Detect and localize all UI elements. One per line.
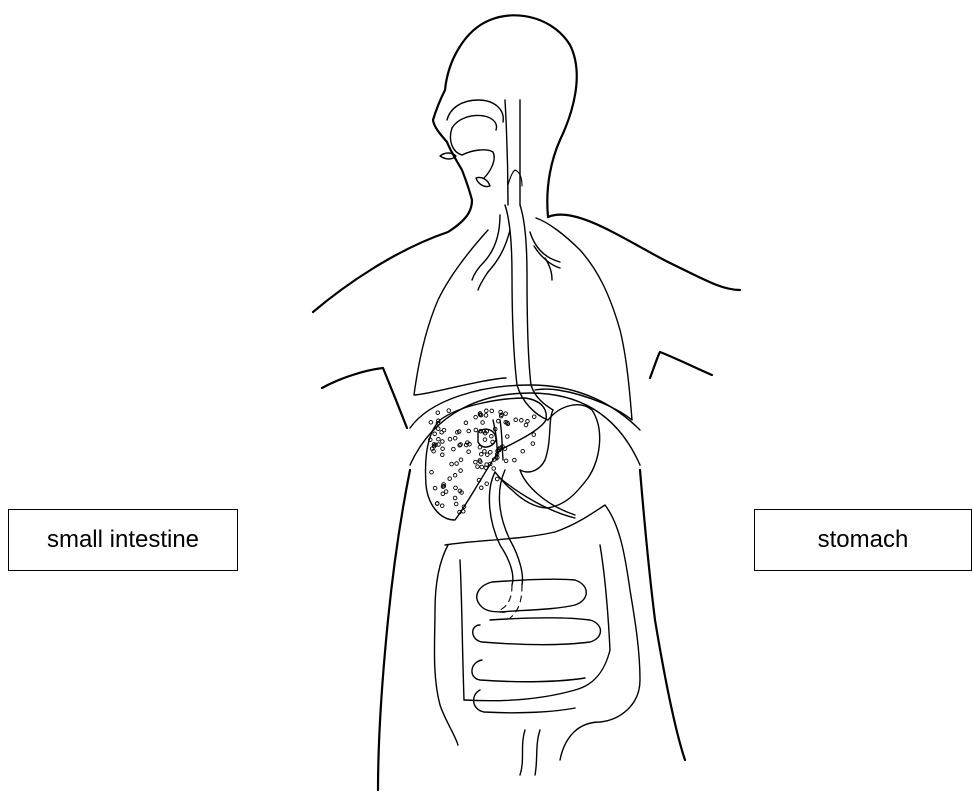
liver-dot (433, 432, 437, 436)
liver-dot (430, 470, 434, 474)
liver-dot (447, 409, 451, 413)
liver-dot (531, 442, 535, 446)
liver-dot (436, 411, 440, 415)
lungs (414, 218, 632, 420)
liver-dot (459, 469, 463, 473)
liver-dot (453, 436, 457, 440)
liver-dot (476, 465, 480, 469)
liver-texture-dots (429, 409, 537, 514)
label-stomach: stomach (818, 526, 909, 554)
liver-dot (532, 415, 536, 419)
liver-dot (474, 460, 478, 464)
stomach (495, 405, 600, 518)
liver (426, 398, 547, 520)
liver-dot (453, 474, 457, 478)
liver-dot (483, 438, 487, 442)
liver-dot (490, 409, 494, 413)
liver-dot (453, 496, 457, 500)
label-small-intestine: small intestine (47, 526, 199, 554)
liver-dot (436, 427, 440, 431)
liver-dot (486, 453, 490, 457)
liver-dot (532, 433, 536, 437)
large-intestine (434, 505, 640, 775)
liver-dot (504, 459, 508, 463)
mouth-and-nasal-cavity (440, 100, 503, 187)
liver-dot (433, 486, 437, 490)
liver-dot (464, 421, 468, 425)
liver-dot (480, 465, 484, 469)
liver-dot (437, 437, 441, 441)
liver-dot (506, 435, 510, 439)
liver-dot (441, 440, 445, 444)
liver-dot (448, 437, 452, 441)
liver-dot (520, 419, 524, 423)
liver-dot (480, 486, 484, 490)
liver-dot (441, 492, 445, 496)
liver-dot (440, 504, 444, 508)
liver-dot (441, 447, 445, 451)
liver-dot (474, 428, 478, 432)
liver-dot (504, 412, 508, 416)
trachea-and-bronchi (472, 215, 560, 290)
liver-dot (454, 486, 458, 490)
liver-dot (490, 434, 494, 438)
liver-dot (521, 449, 525, 453)
liver-dot (459, 443, 463, 447)
liver-dot (514, 418, 518, 422)
liver-dot (429, 421, 433, 425)
liver-dot (462, 510, 466, 514)
liver-dot (454, 502, 458, 506)
liver-dot (485, 482, 489, 486)
liver-dot (526, 420, 530, 424)
liver-dot (467, 429, 471, 433)
liver-dot (495, 477, 499, 481)
liver-dot (481, 421, 485, 425)
liver-dot (467, 450, 471, 454)
liver-dot (455, 462, 459, 466)
diaphragm (410, 385, 640, 465)
liver-dot (479, 452, 483, 456)
liver-dot (452, 447, 456, 451)
liver-dot (442, 428, 446, 432)
liver-dot (483, 450, 487, 454)
liver-dot (492, 467, 496, 471)
liver-dot (441, 453, 445, 457)
liver-dot (524, 423, 528, 427)
liver-dot (448, 477, 452, 481)
liver-dot (474, 415, 478, 419)
liver-dot (485, 409, 489, 413)
label-box-left: small intestine (8, 509, 238, 571)
liver-dot (513, 458, 517, 462)
liver-dot (484, 414, 488, 418)
liver-dot (450, 462, 454, 466)
liver-dot (459, 458, 463, 462)
label-box-right: stomach (754, 509, 972, 571)
